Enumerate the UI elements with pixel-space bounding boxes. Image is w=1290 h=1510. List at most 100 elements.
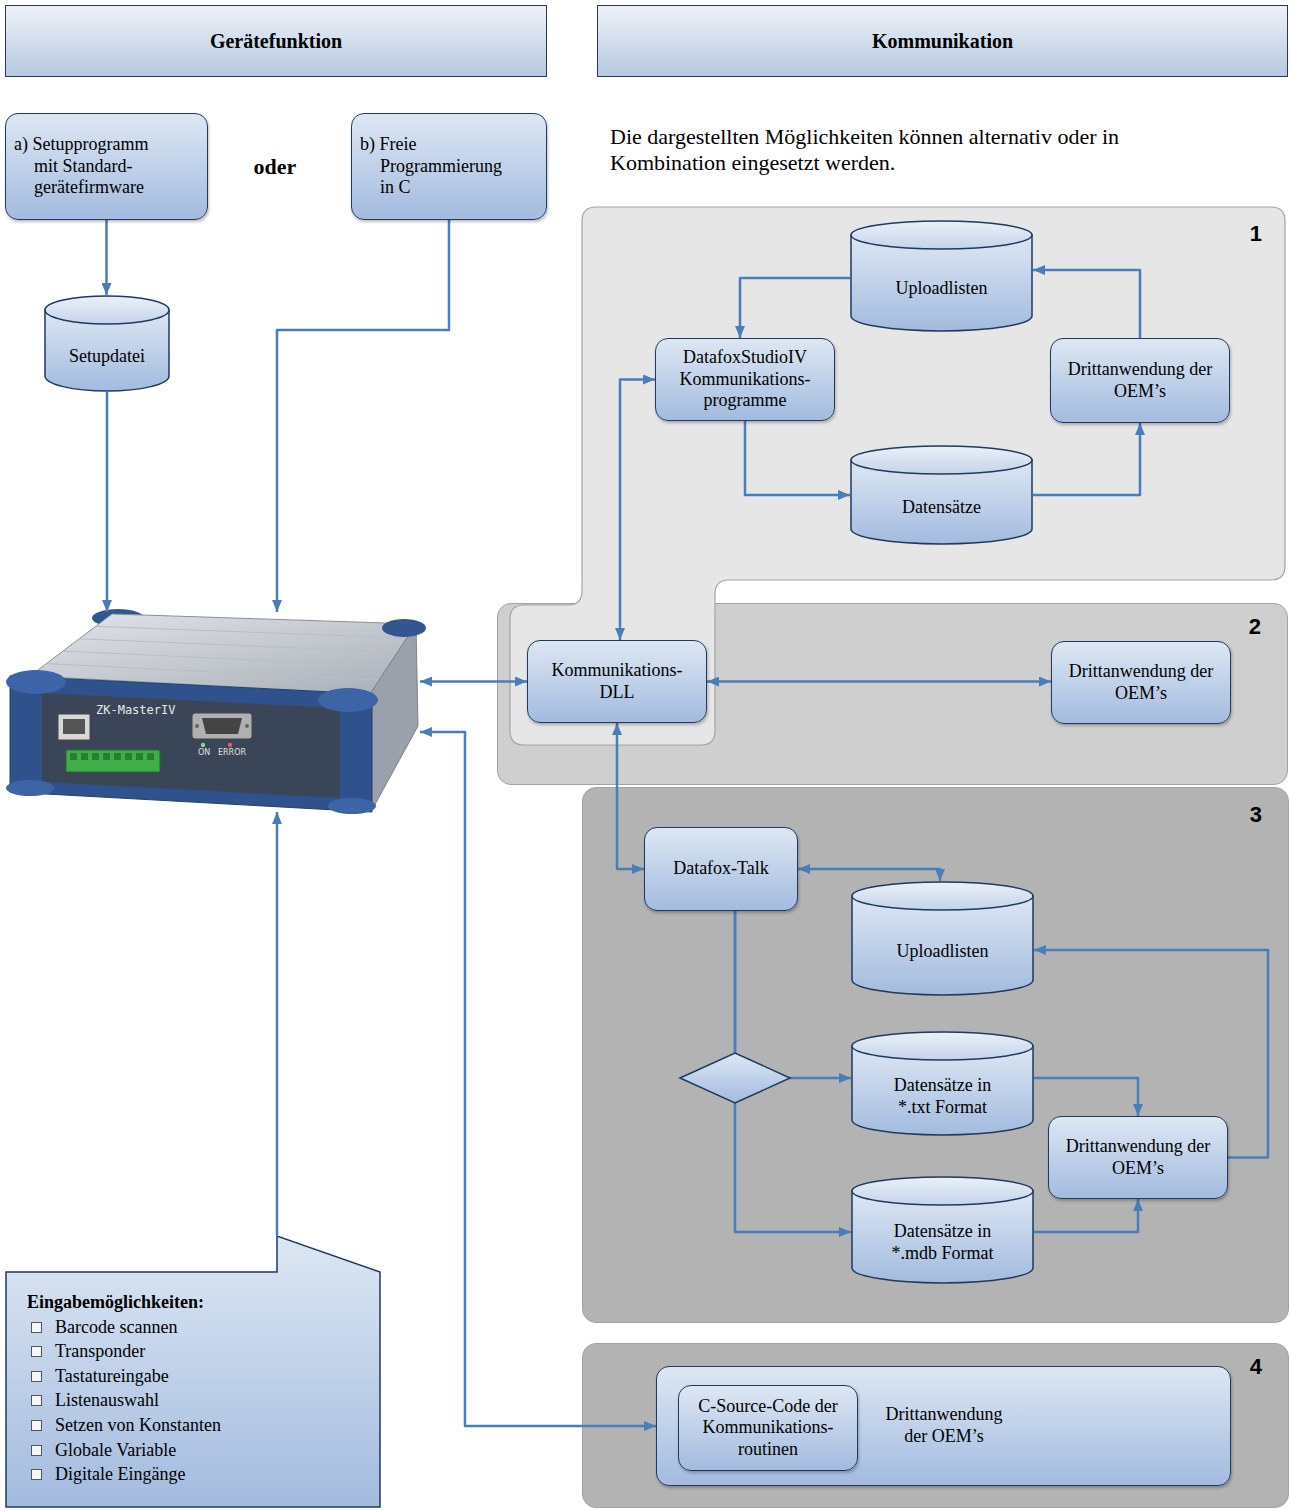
sub-d-connector — [192, 713, 252, 739]
text-group: 4 — [1250, 1356, 1262, 1378]
node-label: Setupdatei — [69, 346, 145, 368]
header-text: Gerätefunktion — [210, 29, 342, 53]
rubber-bumper — [328, 798, 376, 814]
cylinder-shape — [851, 881, 1034, 996]
list-item: Listenauswahl — [27, 1388, 381, 1413]
connector-arrow — [745, 421, 850, 495]
callout-heading: Eingabemöglichkeiten: — [27, 1290, 381, 1315]
connector-screw — [245, 724, 249, 728]
terminal-screw — [114, 753, 121, 760]
header-text: Kommunikation — [872, 29, 1013, 53]
led-label: ON — [198, 749, 210, 757]
text-group: Kommunikations- DLL — [545, 660, 690, 703]
list-item: Tastatureingabe — [27, 1364, 381, 1389]
node-label: a) Setupprogramm mit Standard- gerätefir… — [14, 134, 164, 199]
cylinder-body — [852, 896, 1033, 995]
node-label: Datensätze in *.mdb Format — [888, 1221, 998, 1264]
callout-outline — [6, 1236, 380, 1507]
terminal-screw — [92, 753, 99, 760]
list-item: Transponder — [27, 1339, 381, 1364]
connector-arrow — [620, 380, 655, 641]
header-bar: Kommunikation — [597, 5, 1288, 77]
text-group: a) Setupprogramm mit Standard- gerätefir… — [14, 134, 164, 199]
callout-number: 4 — [1250, 1356, 1262, 1378]
ethernet-socket — [63, 719, 85, 734]
variant-panel: 3Datafox-TalkUploadlistenDatensätze in *… — [582, 787, 1289, 1323]
option-box: a) Setupprogramm mit Standard- gerätefir… — [5, 113, 208, 220]
text-group: Datensätze in *.txt Format — [888, 1075, 998, 1118]
rubber-bumper — [382, 619, 426, 637]
list-item: Digitale Eingänge — [27, 1462, 381, 1487]
note-text: Die dargestellten Möglichkeiten können a… — [610, 124, 1230, 177]
front-panel — [42, 693, 340, 798]
ethernet-port — [58, 714, 90, 740]
list-item: Barcode scannen — [27, 1315, 381, 1340]
sub-d-shell — [202, 718, 242, 734]
text-group: Drittanwendung der OEM’s — [1069, 661, 1214, 704]
application-box: Drittanwendung der OEM’s C-Source-Code de… — [656, 1366, 1231, 1486]
text-group: Drittanwendung der OEM’s — [1066, 1136, 1211, 1179]
device-label: ZK-MasterIV — [96, 704, 175, 717]
status-led — [228, 743, 232, 747]
rubber-bumper — [318, 688, 378, 712]
text-group: 1 — [1250, 223, 1262, 245]
terminal-screw — [147, 753, 154, 760]
terminal-screw — [70, 753, 77, 760]
node-label: Drittanwendung der OEM’s — [1069, 661, 1214, 704]
terminal-screw — [103, 753, 110, 760]
node-label: Datafox-Talk — [673, 858, 769, 880]
node-label: Datensätze — [902, 497, 981, 519]
panel-outline — [510, 207, 1285, 745]
process-box: Drittanwendung der OEM’s — [1050, 338, 1230, 423]
node-label: Drittanwendung der OEM’s — [1068, 359, 1213, 402]
connector-arrow — [420, 680, 527, 683]
data-cylinder: Uploadlisten — [851, 881, 1034, 996]
terminal-screw — [125, 753, 132, 760]
housing-rib — [96, 626, 407, 638]
node-label: Uploadlisten — [897, 941, 989, 963]
connector-arrow — [798, 869, 940, 881]
callout-number: 3 — [1250, 804, 1262, 826]
connector-arrow — [1034, 1078, 1138, 1116]
file-cylinder: Setupdatei — [44, 295, 170, 392]
text-group: ZK-MasterIV — [96, 704, 175, 717]
connector-arrow — [1034, 950, 1268, 1158]
option-box: b) Freie Programmierung in C — [351, 113, 547, 220]
list-item: Setzen von Konstanten — [27, 1413, 381, 1438]
text-group: Uploadlisten — [896, 278, 988, 300]
node-label: DatafoxStudioIV Kommunikations- programm… — [673, 347, 818, 412]
cylinder-top — [851, 221, 1032, 249]
text-group: Uploadlisten — [897, 941, 989, 963]
connector-arrow — [707, 680, 1051, 683]
text-group: b) Freie Programmierung in C — [360, 134, 510, 199]
rubber-bumper — [6, 780, 54, 796]
callout-box: Eingabemöglichkeiten:Barcode scannenTran… — [5, 1235, 381, 1508]
text-group: Eingabemöglichkeiten:Barcode scannenTran… — [27, 1290, 381, 1487]
connector-arrow — [1033, 270, 1140, 338]
cylinder-top — [852, 882, 1033, 910]
node-label: b) Freie Programmierung in C — [360, 134, 510, 199]
panel-group — [510, 207, 1285, 745]
connector-arrow — [277, 220, 449, 612]
text-group: 3 — [1250, 804, 1262, 826]
list-item: Globale Variable — [27, 1438, 381, 1463]
terminal-screw — [81, 753, 88, 760]
cylinder-shape — [850, 220, 1033, 332]
text-group: Drittanwendung der OEM’s — [874, 1367, 1014, 1485]
text-group: Gerätefunktion — [210, 29, 342, 53]
text-group: Setupdatei — [69, 346, 145, 368]
cylinder-top — [852, 1032, 1033, 1060]
conjunction-label: oder — [240, 154, 310, 180]
connector-arrow — [106, 392, 109, 612]
node-label: Kommunikations- DLL — [545, 660, 690, 703]
text-group: C-Source-Code der Kommunikations- routin… — [696, 1396, 841, 1461]
callout-number: 2 — [1249, 616, 1261, 638]
cylinder-shape — [850, 445, 1033, 545]
rubber-bumper — [6, 670, 66, 694]
connector-arrow — [735, 911, 851, 1232]
data-cylinder: Datensätze — [850, 445, 1033, 545]
housing-rib — [63, 651, 389, 666]
data-cylinder: Datensätze in *.txt Format — [851, 1031, 1034, 1136]
